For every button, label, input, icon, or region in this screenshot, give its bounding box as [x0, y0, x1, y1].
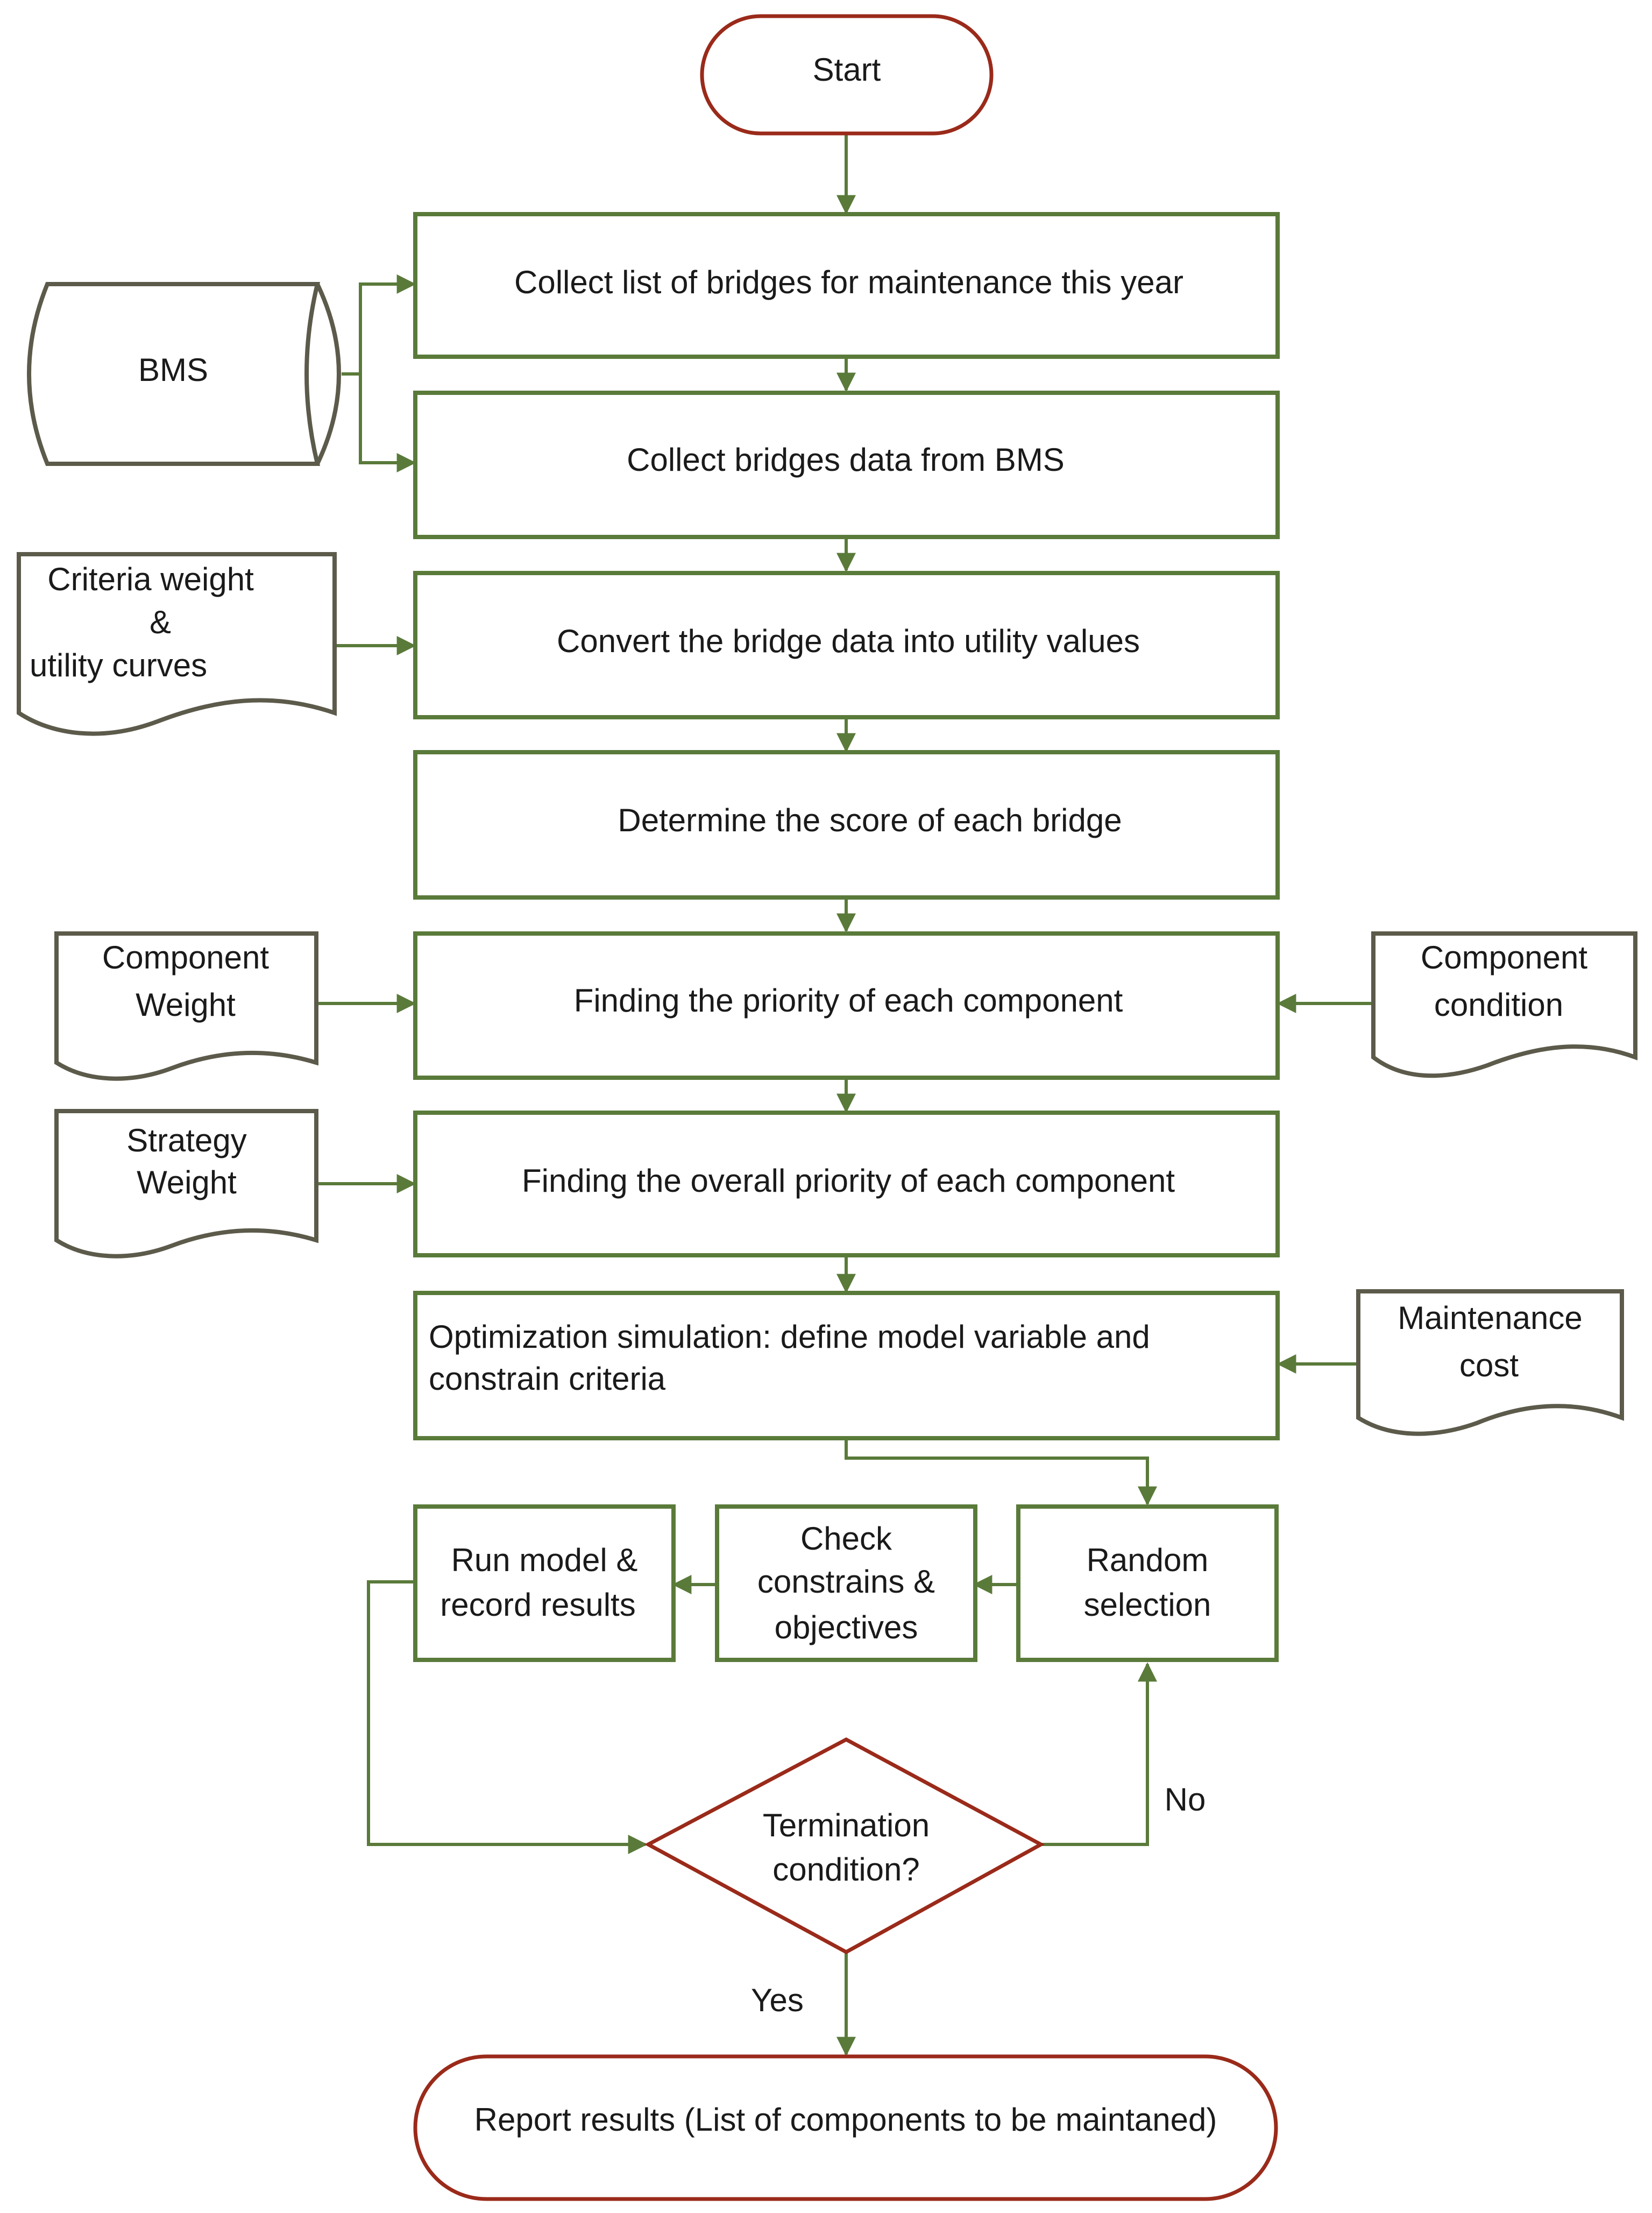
strategy-weight-label-line2: Weight — [137, 1164, 237, 1200]
criteria-label-line1: Criteria weight — [47, 561, 254, 597]
check-label-line1: Check — [800, 1521, 892, 1557]
decision-label-line1: Termination — [763, 1807, 930, 1843]
collect-list-box — [413, 212, 1280, 359]
overall-priority-box — [413, 1111, 1280, 1257]
collect-list-label: Collect list of bridges for maintenance … — [514, 264, 1183, 300]
decision-no-label: No — [1165, 1781, 1206, 1818]
score-label: Determine the score of each bridge — [618, 802, 1122, 838]
overall-priority-label: Finding the overall priority of each com… — [522, 1163, 1175, 1199]
component-weight-document — [54, 931, 318, 1081]
decision-label-line2: condition? — [772, 1851, 920, 1887]
decision-yes-label: Yes — [751, 1982, 804, 2018]
criteria-document — [17, 552, 337, 736]
optimization-box — [413, 1291, 1280, 1440]
bms-label: BMS — [138, 352, 208, 388]
random-label-line1: Random — [1087, 1542, 1209, 1578]
criteria-label-line2: & — [150, 604, 171, 640]
check-label-line3: objectives — [775, 1609, 918, 1645]
component-weight-label-line2: Weight — [136, 987, 236, 1023]
run-label-line2: record results — [440, 1587, 635, 1623]
random-label-line2: selection — [1084, 1587, 1211, 1623]
end-terminal: Report results (List of components to be… — [413, 2054, 1278, 2201]
end-label: Report results (List of components to be… — [474, 2102, 1217, 2138]
arrow-bms-to-collect-data — [359, 374, 416, 472]
arrow-decision-no-to-random — [1041, 1662, 1157, 1846]
convert-box — [413, 571, 1280, 719]
maintenance-cost-label-line2: cost — [1459, 1347, 1519, 1383]
optimization-label-line2: constrain criteria — [429, 1361, 666, 1397]
convert-label: Convert the bridge data into utility val… — [557, 623, 1140, 659]
priority-label: Finding the priority of each component — [574, 982, 1123, 1019]
check-box — [715, 1504, 977, 1662]
strategy-weight-document — [54, 1109, 318, 1258]
arrow-run-to-decision — [367, 1580, 648, 1854]
start-label: Start — [813, 52, 881, 88]
run-label-line1: Run model & — [451, 1542, 638, 1578]
optimization-label-line1: Optimization simulation: define model va… — [429, 1319, 1150, 1355]
component-condition-label-line1: Component — [1421, 939, 1588, 975]
collect-data-box — [413, 391, 1280, 539]
strategy-weight-label-line1: Strategy — [126, 1122, 246, 1158]
criteria-label-line3: utility curves — [30, 647, 207, 683]
connectors — [317, 133, 1373, 2056]
check-label-line2: constrains & — [757, 1564, 935, 1600]
priority-box — [413, 931, 1280, 1080]
start-terminal: Start — [700, 14, 994, 136]
maintenance-cost-document — [1356, 1289, 1624, 1436]
random-box — [1016, 1504, 1279, 1662]
arrow-bms-to-collect-list — [342, 274, 416, 376]
termination-decision: Termination condition? — [644, 1737, 1045, 1954]
collect-data-label: Collect bridges data from BMS — [627, 442, 1065, 478]
maintenance-cost-label-line1: Maintenance — [1398, 1300, 1583, 1336]
run-box — [413, 1504, 676, 1662]
bms-datastore: BMS — [27, 282, 341, 466]
arrow-optimization-to-random — [845, 1439, 1157, 1506]
score-box — [413, 750, 1280, 900]
component-condition-document — [1371, 931, 1637, 1078]
component-weight-label-line1: Component — [102, 939, 270, 975]
component-condition-label-line2: condition — [1434, 987, 1563, 1023]
